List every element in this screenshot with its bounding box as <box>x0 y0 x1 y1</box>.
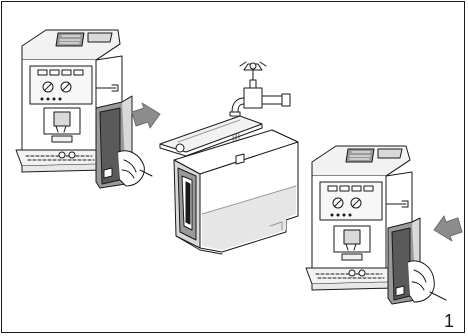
tank-lid <box>159 115 263 157</box>
water-tank-center <box>173 129 299 255</box>
arrow-left-up-icon <box>433 215 463 242</box>
hand-right <box>407 260 447 303</box>
faucet-icon <box>229 61 291 117</box>
hand-left <box>117 150 153 187</box>
coffee-machine-right <box>305 145 413 291</box>
illustration-frame <box>1 1 465 333</box>
arrow-right-down-icon <box>131 102 161 129</box>
page-number: 1 <box>443 311 454 331</box>
